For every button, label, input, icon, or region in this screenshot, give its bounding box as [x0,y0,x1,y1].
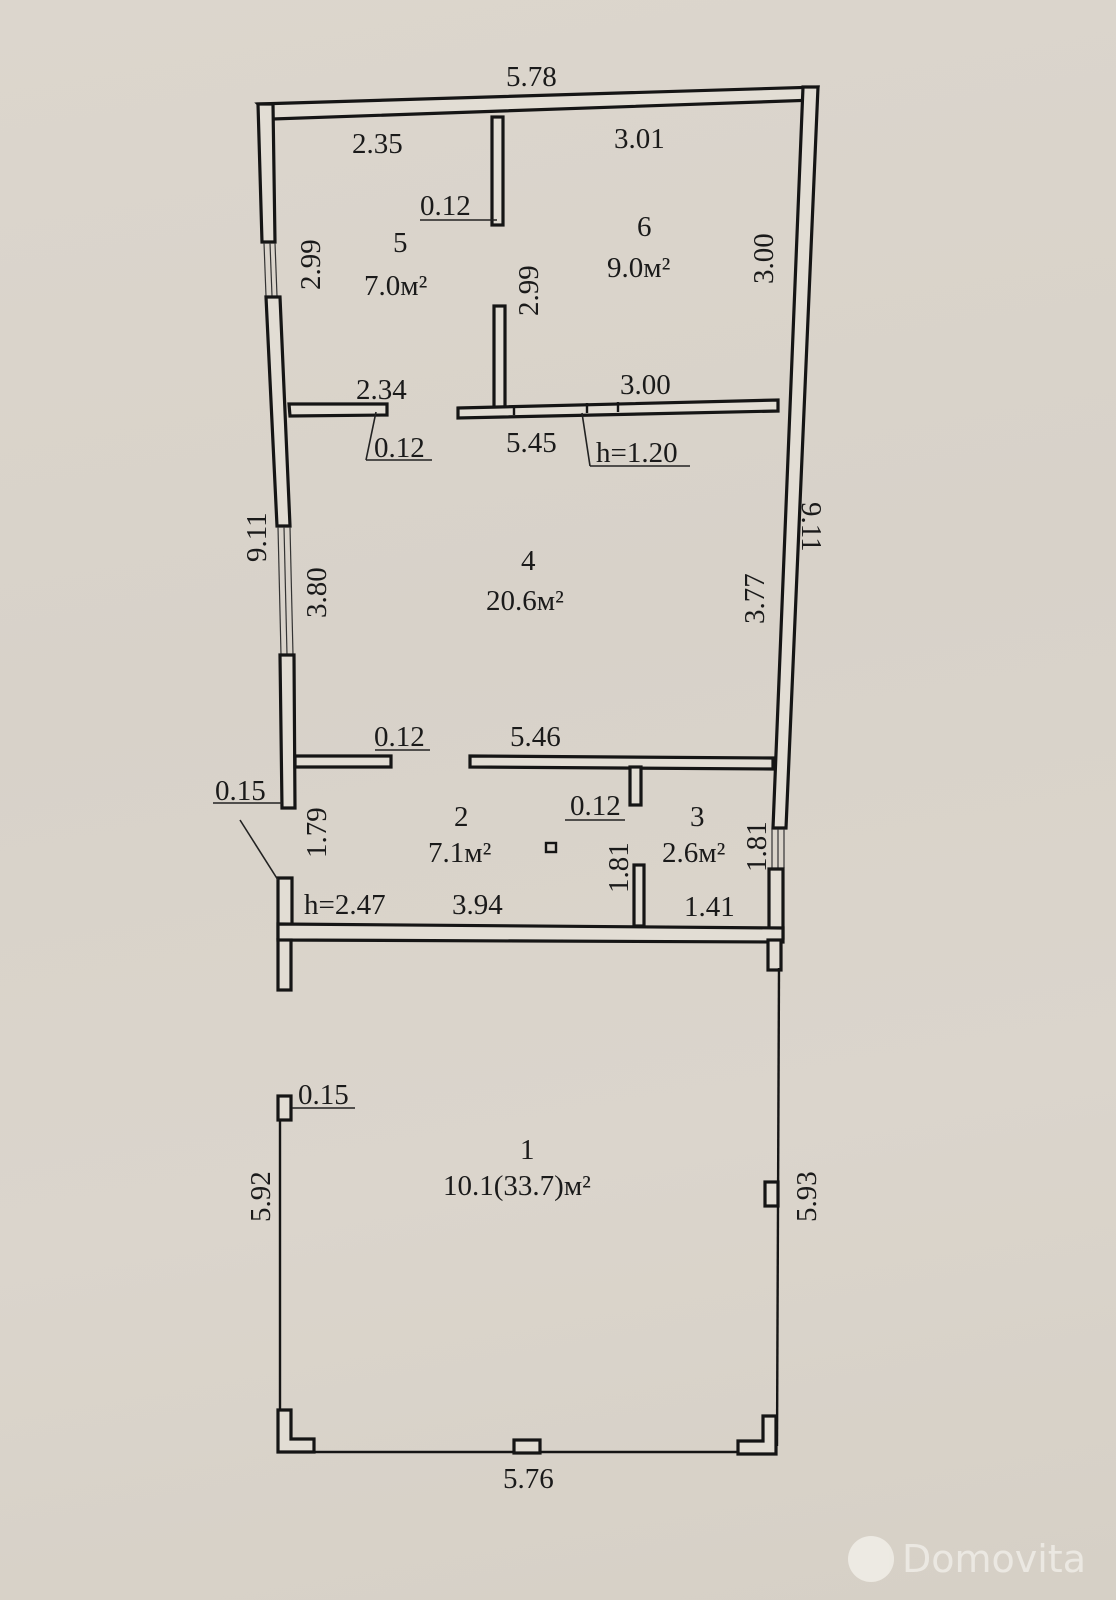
partition-5-4 [287,402,389,418]
partition-4-2-right [468,754,775,771]
terrace-left-stub [276,938,293,992]
dim-partition-5-6-height: 2.99 [513,265,545,316]
terrace-left-post [276,1094,293,1122]
partition-2-3-lower [632,863,646,928]
room-3-number: 3 [690,801,705,833]
terrace-corner-right [736,1414,778,1456]
dim-partition-height: h=1.20 [596,437,678,469]
room-5-area: 7.0м² [364,270,428,302]
partition-5-6-lower [492,304,507,412]
room-6-number: 6 [637,211,652,243]
room-6-area: 9.0м² [607,252,671,284]
window-left-lower [277,526,294,656]
dim-room6-bottom: 3.00 [620,369,671,401]
dim-terrace-post: 0.15 [298,1079,349,1111]
dim-terrace-left: 5.92 [245,1171,277,1222]
dim-partition-2-3-thickness: 0.12 [570,790,621,822]
dim-partition-2-3-height: 1.81 [603,842,635,893]
room-4-area: 20.6м² [486,585,564,617]
entry-door-line [239,819,279,881]
dim-ceiling-height: h=2.47 [304,889,386,921]
wall-left-upper [256,102,277,244]
dim-top-width: 5.78 [506,61,557,93]
dim-room2-bottom: 3.94 [452,889,503,921]
window-right [771,829,785,868]
room-1-area: 10.1(33.7)м² [443,1170,591,1202]
wall-right-upper [771,85,820,830]
room-5-number: 5 [393,227,408,259]
dim-partition-top-thickness: 0.12 [374,432,425,464]
room-2-number: 2 [454,801,469,833]
dimension-leaders [213,219,690,1109]
terrace-right-post [763,1180,780,1208]
dim-room5-width: 2.35 [352,128,403,160]
dim-room4-top: 5.45 [506,427,557,459]
terrace-bottom-post [512,1438,542,1455]
domovita-logo-icon [847,1536,894,1582]
dim-terrace-right: 5.93 [791,1171,823,1222]
dim-room3-right: 1.81 [741,821,773,872]
partition-5-6-top [490,115,505,227]
dim-room2-left: 1.79 [301,807,333,858]
dim-left-height: 9.11 [241,512,273,562]
outer-walls [254,85,820,944]
dim-room4-right: 3.77 [739,573,771,624]
dim-room3-bottom: 1.41 [684,891,735,923]
dim-partition-5-6: 0.12 [420,190,471,222]
dim-room4-left: 3.80 [301,567,333,618]
dim-room5-bottom: 2.34 [356,374,407,406]
window-left-upper [263,242,278,297]
terrace-corner-left [276,1408,316,1454]
dim-terrace-bottom: 5.76 [503,1463,554,1495]
room-4-number: 4 [521,545,536,577]
room-2-area: 7.1м² [428,837,492,869]
dim-outer-wall-thickness: 0.15 [215,775,266,807]
dim-room6-height: 3.00 [748,233,780,284]
partitions [239,115,780,928]
terrace-right-stub [766,938,783,972]
wall-left-mid [264,295,292,528]
room-1-number: 1 [520,1134,535,1166]
dim-room5-height: 2.99 [295,239,327,290]
partition-2-3-upper [628,765,643,807]
watermark-brand: Domovita [901,1537,1086,1581]
dim-room4-bottom: 5.46 [510,721,561,753]
vent-marker [544,841,558,854]
dim-partition-mid-thickness: 0.12 [374,721,425,753]
dim-right-height: 9.11 [795,502,827,552]
room-3-area: 2.6м² [662,837,726,869]
terrace [276,938,783,1456]
watermark: Domovita [847,1536,1086,1582]
wall-bottom [276,922,785,944]
partition-4-2-left [293,754,393,769]
dim-room6-width: 3.01 [614,123,665,155]
wall-left-lower [278,653,297,810]
